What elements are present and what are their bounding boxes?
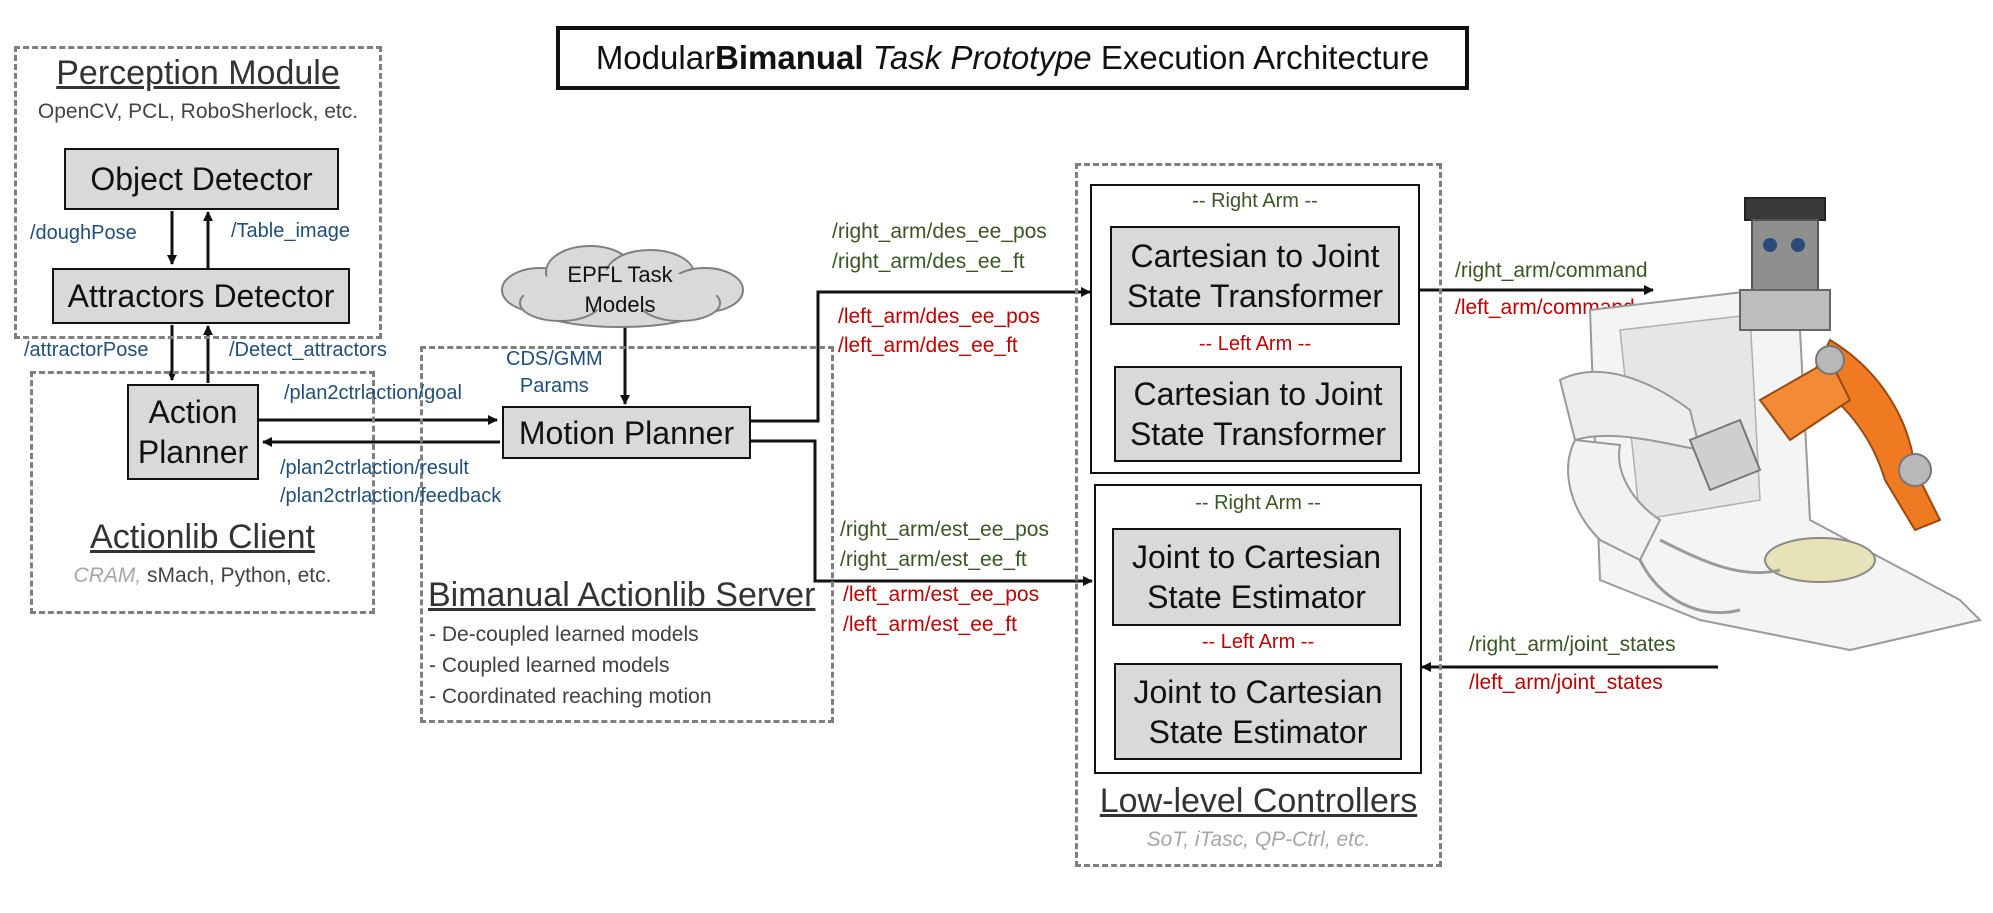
- cloud-label-2: Models: [584, 292, 656, 317]
- right-est-ee-pos-topic: /right_arm/est_ee_pos: [840, 518, 1049, 541]
- right-command-topic: /right_arm/command: [1455, 259, 1648, 282]
- actionlib-client-subtitle-gray: CRAM,: [73, 564, 142, 587]
- perception-module-subtitle: OpenCV, PCL, RoboSherlock, etc.: [37, 100, 359, 123]
- detect-attractors-topic: /Detect_attractors: [229, 339, 387, 361]
- right-transformer-box: Cartesian to Joint State Transformer: [1110, 226, 1400, 325]
- left-des-ee-ft-topic: /left_arm/des_ee_ft: [838, 334, 1018, 357]
- right-estimator-box: Joint to Cartesian State Estimator: [1112, 528, 1401, 626]
- server-bullet-item: - Coordinated reaching motion: [429, 685, 712, 708]
- actionlib-server-frame: [420, 346, 834, 723]
- actionlib-client-subtitle: CRAM, sMach, Python, etc.: [30, 564, 375, 588]
- estimator-right-arm-label: -- Right Arm --: [1195, 492, 1321, 514]
- table-image-topic: /Table_image: [231, 220, 350, 242]
- action-planner-label-1: Action: [148, 394, 238, 430]
- title-text-bold: Bimanual: [715, 39, 864, 76]
- result-topic: /plan2ctrlaction/result: [280, 457, 469, 479]
- attractors-detector-box: Attractors Detector: [52, 268, 350, 324]
- title-text-2: Execution Architecture: [1091, 39, 1430, 76]
- right-transformer-label-2: State Transformer: [1126, 277, 1384, 314]
- left-transformer-label-1: Cartesian to Joint: [1133, 376, 1383, 412]
- task-models-cloud-label: EPFL Task Models: [520, 260, 720, 320]
- actionlib-client-subtitle-rest: sMach, Python, etc.: [141, 564, 332, 587]
- actionlib-client-title: Actionlib Client: [90, 518, 315, 556]
- params-label-1: CDS/GMM: [506, 348, 603, 370]
- cloud-label-1: EPFL Task: [567, 262, 673, 287]
- object-detector-label: Object Detector: [90, 161, 313, 197]
- server-bullet-item: - De-coupled learned models: [429, 623, 699, 646]
- perception-module-frame: [14, 46, 382, 339]
- actionlib-client-frame: [30, 371, 375, 614]
- left-est-ee-ft-topic: /left_arm/est_ee_ft: [843, 613, 1017, 636]
- left-estimator-label-2: State Estimator: [1148, 713, 1368, 750]
- cds-gmm-params-label: CDS/GMM Params: [506, 346, 603, 400]
- right-transformer-label-1: Cartesian to Joint: [1130, 237, 1380, 274]
- left-est-ee-pos-topic: /left_arm/est_ee_pos: [843, 583, 1040, 606]
- action-planner-label-2: Planner: [137, 434, 249, 470]
- dough-pose-topic: /doughPose: [30, 222, 137, 244]
- server-bullet-item: - Coupled learned models: [429, 654, 670, 677]
- right-est-ee-ft-topic: /right_arm/est_ee_ft: [840, 548, 1027, 571]
- estimator-left-arm-label: -- Left Arm --: [1201, 631, 1315, 653]
- action-planner-box: Action Planner: [127, 384, 259, 480]
- object-detector-box: Object Detector: [64, 148, 339, 210]
- left-transformer-label-2: State Transformer: [1129, 416, 1387, 452]
- attractors-detector-label: Attractors Detector: [67, 278, 335, 314]
- left-estimator-label-1: Joint to Cartesian: [1133, 673, 1383, 710]
- transformer-right-arm-label: -- Right Arm --: [1192, 190, 1318, 212]
- low-level-controllers-subtitle: SoT, iTasc, QP-Ctrl, etc.: [1146, 828, 1371, 851]
- right-estimator-label-2: State Estimator: [1147, 579, 1366, 615]
- right-des-ee-pos-topic: /right_arm/des_ee_pos: [832, 220, 1047, 243]
- left-transformer-box: Cartesian to Joint State Transformer: [1114, 366, 1402, 462]
- diagram-title: Modular Bimanual Task Prototype Executio…: [556, 26, 1469, 90]
- low-level-controllers-frame: [1075, 163, 1442, 867]
- motion-planner-label: Motion Planner: [518, 414, 735, 451]
- motion-planner-box: Motion Planner: [502, 406, 751, 459]
- params-label-2: Params: [519, 375, 589, 397]
- attractor-pose-topic: /attractorPose: [24, 339, 149, 361]
- transformer-left-arm-label: -- Left Arm --: [1198, 333, 1312, 355]
- title-text-1: Modular: [595, 39, 716, 76]
- perception-module-title: Perception Module: [56, 54, 340, 92]
- left-des-ee-pos-topic: /left_arm/des_ee_pos: [838, 305, 1040, 328]
- actionlib-server-title: Bimanual Actionlib Server: [428, 576, 816, 614]
- right-joint-states-topic: /right_arm/joint_states: [1469, 633, 1676, 656]
- title-text-italic: Task Prototype: [872, 39, 1092, 76]
- left-joint-states-topic: /left_arm/joint_states: [1469, 671, 1663, 694]
- right-estimator-label-1: Joint to Cartesian: [1131, 539, 1381, 575]
- right-des-ee-ft-topic: /right_arm/des_ee_ft: [832, 250, 1025, 273]
- server-bullet-list: - De-coupled learned models - Coupled le…: [429, 619, 712, 712]
- left-estimator-box: Joint to Cartesian State Estimator: [1114, 663, 1402, 760]
- low-level-controllers-title: Low-level Controllers: [1099, 782, 1418, 820]
- feedback-topic: /plan2ctrlaction/feedback: [280, 485, 502, 507]
- goal-topic: /plan2ctrlaction/goal: [284, 382, 462, 404]
